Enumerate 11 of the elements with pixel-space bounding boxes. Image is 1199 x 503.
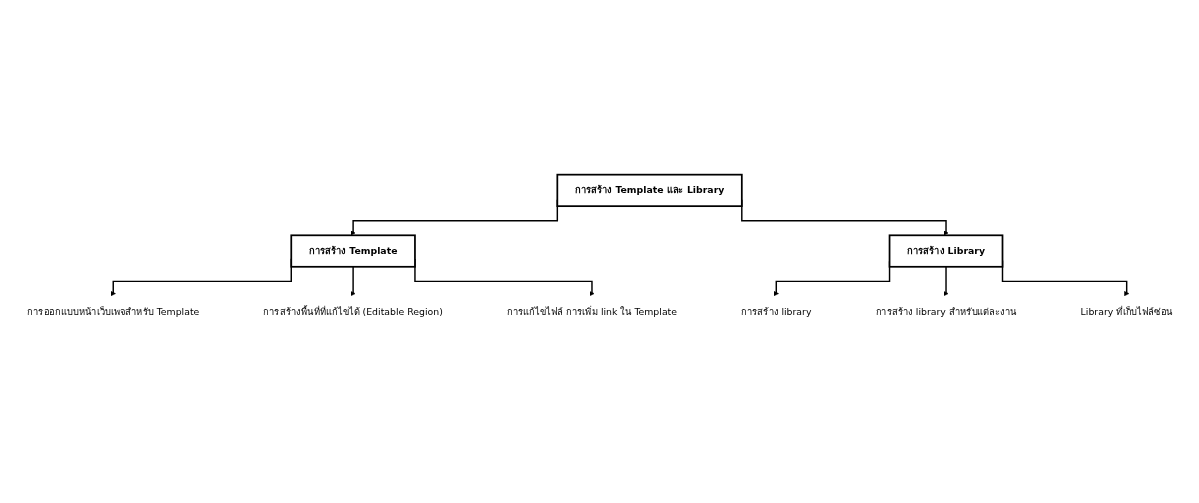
node-text: การสร้าง library สำหรับแต่ละงาน — [875, 306, 1016, 318]
node-box: การสร้าง Library — [888, 234, 1003, 269]
node-text: Library ที่เก็บไฟล์ซ่อน — [1080, 306, 1173, 318]
arrow — [350, 266, 356, 297]
node-box: การสร้าง Template — [289, 234, 416, 269]
node-text: การแก้ไขไฟล์ การเพิ่ม link ใน Template — [506, 306, 677, 318]
node-text: การสร้างพื้นที่ที่แก้ไขได้ (Editable Region) — [262, 306, 443, 318]
node-box: การสร้าง Template และ Library — [555, 174, 743, 208]
arrow — [942, 266, 949, 297]
node-text: การสร้าง library — [740, 306, 811, 318]
node-text: การออกแบบหน้าเว็บเพจสำหรับ Template — [26, 306, 199, 318]
